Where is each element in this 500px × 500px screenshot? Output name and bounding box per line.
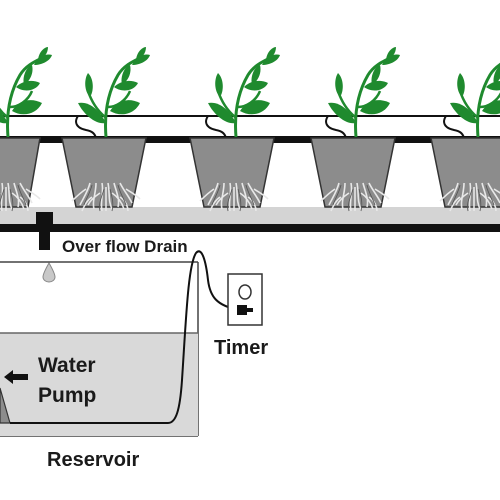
supply-tube xyxy=(10,250,241,424)
reservoir-tank xyxy=(0,261,199,437)
plant-icon xyxy=(0,45,54,139)
water-drop-icon xyxy=(42,261,56,283)
plant-icon xyxy=(76,45,152,139)
reservoir-label: Reservoir xyxy=(47,449,140,471)
plant-icon xyxy=(448,45,500,139)
outlet-icon xyxy=(238,284,252,300)
overflow-drain-fitting xyxy=(36,212,53,250)
timer-outlet xyxy=(227,273,263,326)
plants xyxy=(0,45,500,139)
pump-label: Pump xyxy=(38,384,97,407)
plant-icon xyxy=(206,45,282,139)
plant-icon xyxy=(326,45,402,139)
timer-label: Timer xyxy=(214,337,269,359)
overflow-drain-label: Over flow Drain xyxy=(62,237,188,256)
water-pump xyxy=(0,387,11,424)
arrow-left-icon xyxy=(4,370,28,384)
water-label: Water xyxy=(38,354,96,377)
